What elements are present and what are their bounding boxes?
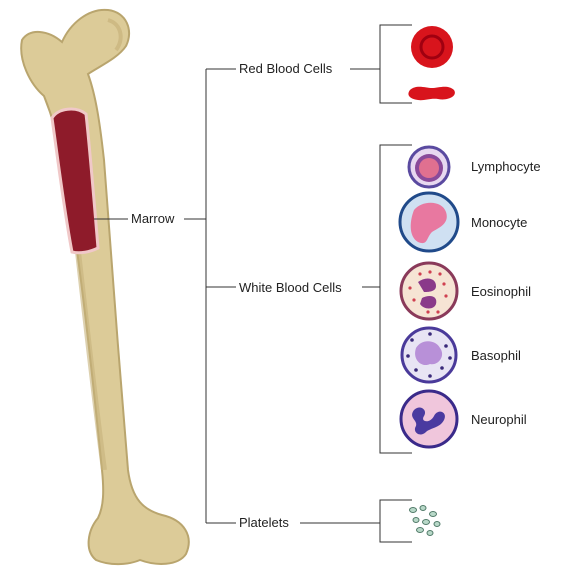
platelets-label: Platelets [237,515,291,530]
monocyte-label: Monocyte [469,215,529,230]
neurophil-icon [401,391,457,447]
platelets-icon [410,506,441,536]
monocyte-icon [400,193,458,251]
femur-bone [21,10,189,564]
neurophil-label: Neurophil [469,412,529,427]
lymphocyte-label: Lymphocyte [469,159,543,174]
basophil-icon [402,328,456,382]
eosinophil-icon [401,263,457,319]
red-blood-cells-label: Red Blood Cells [237,61,334,76]
white-blood-cells-label: White Blood Cells [237,280,344,295]
red-blood-cell-icon [408,26,454,100]
lymphocyte-icon [409,147,449,187]
marrow-label: Marrow [129,211,176,226]
eosinophil-label: Eosinophil [469,284,533,299]
basophil-label: Basophil [469,348,523,363]
